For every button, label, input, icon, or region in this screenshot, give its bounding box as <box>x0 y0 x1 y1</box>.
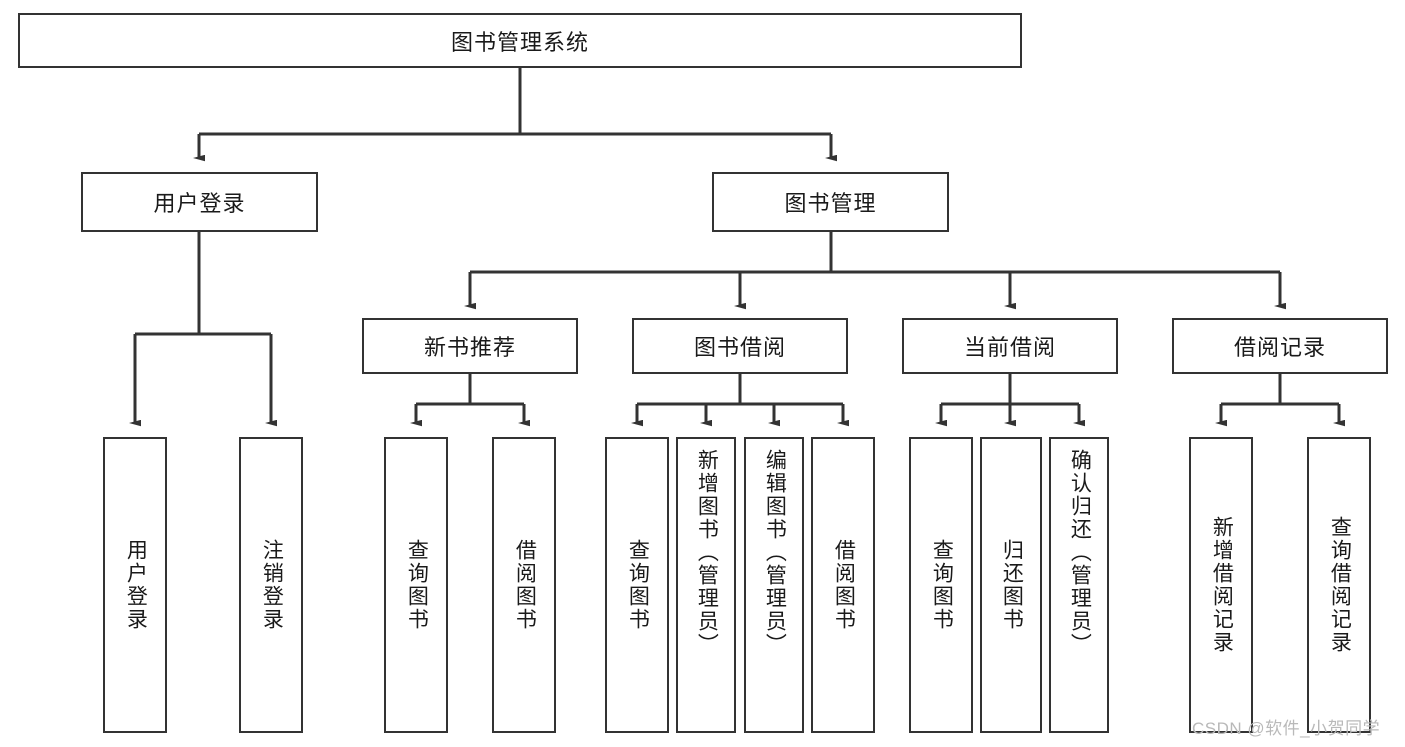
node-leaf-confirm-return[interactable]: 确认归还（管理员） <box>1049 437 1109 733</box>
node-leaf-query-book-2[interactable]: 查询图书 <box>605 437 669 733</box>
node-leaf-borrow-book-1[interactable]: 借阅图书 <box>492 437 556 733</box>
node-leaf-add-record[interactable]: 新增借阅记录 <box>1189 437 1253 733</box>
node-leaf-user-login-label: 用户登录 <box>124 539 148 631</box>
node-root-label: 图书管理系统 <box>450 29 589 55</box>
node-borrow-record-label: 借阅记录 <box>1233 335 1326 360</box>
node-leaf-logout-label: 注销登录 <box>260 539 284 631</box>
node-leaf-confirm-return-label: 确认归还（管理员） <box>1068 449 1092 656</box>
node-leaf-add-book-label: 新增图书（管理员） <box>695 449 719 656</box>
node-leaf-query-record-label: 查询借阅记录 <box>1328 516 1352 654</box>
node-book-manage-label: 图书管理 <box>784 191 877 216</box>
node-leaf-query-book-1[interactable]: 查询图书 <box>384 437 448 733</box>
node-leaf-edit-book-label: 编辑图书（管理员） <box>763 449 787 656</box>
node-borrow-record[interactable]: 借阅记录 <box>1172 318 1388 374</box>
node-leaf-edit-book[interactable]: 编辑图书（管理员） <box>744 437 804 733</box>
node-user-login[interactable]: 用户登录 <box>81 172 318 232</box>
node-leaf-query-book-3-label: 查询图书 <box>930 539 954 631</box>
node-new-book-rec-label: 新书推荐 <box>423 335 516 360</box>
node-book-borrow-label: 图书借阅 <box>693 335 786 360</box>
node-new-book-rec[interactable]: 新书推荐 <box>362 318 578 374</box>
node-leaf-query-book-2-label: 查询图书 <box>626 539 650 631</box>
node-leaf-borrow-book-2-label: 借阅图书 <box>832 539 856 631</box>
node-book-manage[interactable]: 图书管理 <box>712 172 949 232</box>
node-leaf-query-book-3[interactable]: 查询图书 <box>909 437 973 733</box>
node-leaf-query-book-1-label: 查询图书 <box>405 539 429 631</box>
node-leaf-logout[interactable]: 注销登录 <box>239 437 303 733</box>
node-leaf-borrow-book-1-label: 借阅图书 <box>513 539 537 631</box>
node-leaf-borrow-book-2[interactable]: 借阅图书 <box>811 437 875 733</box>
node-current-borrow[interactable]: 当前借阅 <box>902 318 1118 374</box>
node-current-borrow-label: 当前借阅 <box>963 335 1056 360</box>
node-leaf-user-login[interactable]: 用户登录 <box>103 437 167 733</box>
node-leaf-return-book-label: 归还图书 <box>1000 539 1024 631</box>
node-leaf-add-book[interactable]: 新增图书（管理员） <box>676 437 736 733</box>
node-user-login-label: 用户登录 <box>153 191 246 216</box>
node-leaf-query-record[interactable]: 查询借阅记录 <box>1307 437 1371 733</box>
node-book-borrow[interactable]: 图书借阅 <box>632 318 848 374</box>
node-leaf-return-book[interactable]: 归还图书 <box>980 437 1042 733</box>
node-leaf-add-record-label: 新增借阅记录 <box>1210 516 1234 654</box>
node-root[interactable]: 图书管理系统 <box>18 13 1022 68</box>
